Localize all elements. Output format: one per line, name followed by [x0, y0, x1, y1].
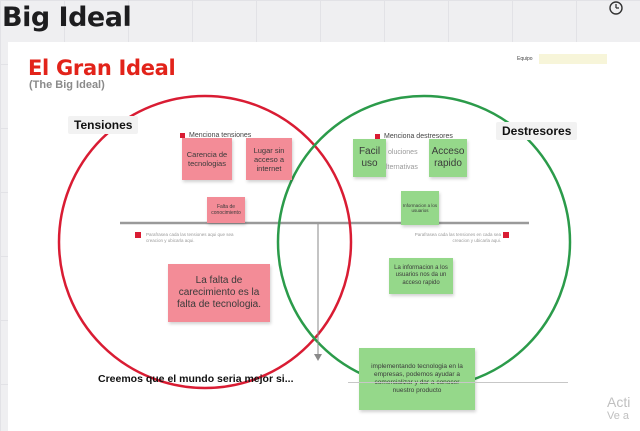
board-subtitle: (The Big Ideal)	[29, 79, 105, 91]
team-label: Equipo	[517, 56, 533, 62]
venn-board[interactable]: El Gran Ideal (The Big Ideal) Equipo Ten…	[8, 42, 640, 431]
sticky-facil-uso[interactable]: Facil uso	[353, 139, 386, 177]
sticky-implementando[interactable]: implementando tecnologia en la empresas,…	[359, 348, 475, 410]
sticky-falta-conocimiento[interactable]: Falta de conocimiento	[207, 197, 245, 223]
sticky-carencia[interactable]: Carencia de tecnologias	[182, 138, 232, 180]
tensions-bullet: Menciona tensiones	[180, 132, 251, 139]
frame-title[interactable]: Big Ideal	[2, 2, 132, 33]
sticky-lugar[interactable]: Lugar sin acceso a internet	[246, 138, 292, 180]
timer-icon[interactable]	[608, 0, 624, 16]
strengths-bullet-text: Menciona destresores	[384, 133, 453, 140]
board-title: El Gran Ideal	[28, 56, 176, 80]
statement-underline	[348, 382, 568, 383]
team-input[interactable]	[539, 54, 607, 64]
tensions-hint: Parafrasea cada las tensiones aqui que s…	[146, 232, 234, 244]
tensions-label: Tensiones	[68, 116, 139, 134]
bullet-dot	[180, 133, 185, 138]
strengths-under-text-2: lternativas	[386, 164, 418, 171]
tensions-bullet-text: Menciona tensiones	[189, 132, 252, 139]
tensions-circle	[57, 94, 353, 390]
tensions-marker	[135, 232, 141, 238]
activation-watermark: Acti Ve a	[607, 394, 630, 423]
watermark-line-2: Ve a	[607, 410, 630, 423]
strengths-hint: Parafrasea cada las tensiones en cada se…	[414, 232, 501, 244]
strengths-under-text-1: oluciones	[388, 149, 418, 156]
sticky-informacion[interactable]: Informacion a los usuarios	[401, 191, 439, 225]
strengths-bullet: Menciona destresores	[375, 133, 453, 140]
venn-diagram	[57, 94, 572, 390]
sticky-falta-tecnologia[interactable]: La falta de carecimiento es la falta de …	[168, 264, 270, 322]
strengths-marker	[503, 232, 509, 238]
strengths-label: Destresores	[496, 122, 578, 140]
sticky-acceso-rapido[interactable]: Acceso rapido	[429, 139, 467, 177]
bullet-dot	[375, 134, 380, 139]
watermark-line-1: Acti	[607, 394, 631, 410]
sticky-info-usuarios[interactable]: La informacion a los usuarios nos da un …	[389, 258, 453, 294]
statement-prompt: Creemos que el mundo seria mejor si...	[98, 373, 294, 385]
center-arrow-head	[314, 354, 322, 361]
